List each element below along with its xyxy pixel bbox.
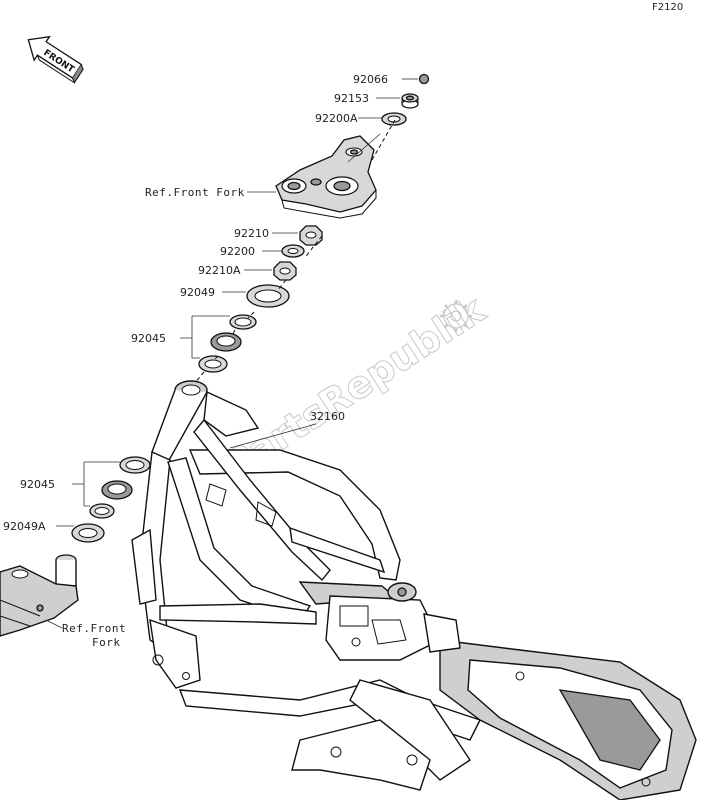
part-92049A[interactable] xyxy=(71,523,105,543)
part-lower-triple-clamp[interactable] xyxy=(0,554,79,637)
label-92066: 92066 xyxy=(353,73,388,86)
diagram-code: F2120 xyxy=(652,2,683,13)
part-92066[interactable] xyxy=(418,73,430,85)
part-92049[interactable] xyxy=(246,284,290,308)
part-92153[interactable] xyxy=(401,93,419,109)
label-92200: 92200 xyxy=(220,245,255,258)
label-92045-bottom: 92045 xyxy=(20,478,55,491)
part-92210[interactable] xyxy=(299,225,323,246)
label-92210A: 92210A xyxy=(198,264,241,277)
label-92153: 92153 xyxy=(334,92,369,105)
label-92049A: 92049A xyxy=(3,520,46,533)
label-ref-front-fork-bottom-line2: Fork xyxy=(92,636,121,649)
label-92045-top: 92045 xyxy=(131,332,166,345)
label-ref-front-fork-bottom-line1: Ref.Front xyxy=(62,622,126,635)
label-ref-front-fork-top: Ref.Front Fork xyxy=(145,186,245,199)
part-92200A[interactable] xyxy=(381,112,407,126)
part-92045-upper[interactable] xyxy=(198,314,257,373)
part-92045-lower[interactable] xyxy=(89,456,151,519)
part-92210A[interactable] xyxy=(273,261,297,281)
part-upper-triple-clamp[interactable] xyxy=(275,135,377,219)
front-arrow-icon: FRONT xyxy=(27,35,84,84)
label-32160: 32160 xyxy=(310,410,345,423)
part-92200[interactable] xyxy=(281,244,305,258)
label-92200A: 92200A xyxy=(315,112,358,125)
part-32160-frame[interactable] xyxy=(131,380,697,800)
label-92049: 92049 xyxy=(180,286,215,299)
label-92210: 92210 xyxy=(234,227,269,240)
gear-icon xyxy=(440,300,472,332)
